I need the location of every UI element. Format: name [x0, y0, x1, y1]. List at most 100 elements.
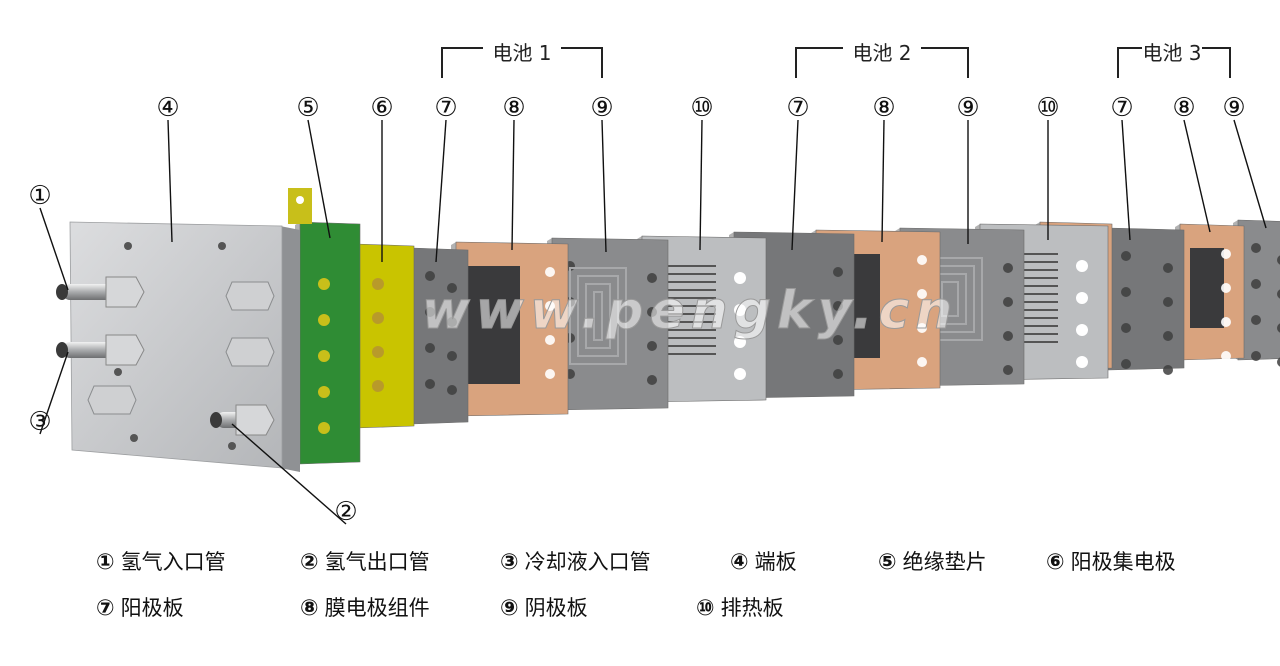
plate-hole [1163, 365, 1173, 375]
plate-hole [1251, 279, 1261, 289]
plate-hole [647, 375, 657, 385]
plate-hole [1121, 359, 1131, 369]
flow-channel [577, 275, 619, 357]
plate-hole [833, 335, 843, 345]
callout-number: ① [28, 181, 51, 211]
plate-hole [647, 273, 657, 283]
legend-label: 绝缘垫片 [902, 550, 987, 574]
plate-hole [545, 369, 555, 379]
plate-hole [1121, 287, 1131, 297]
end-plate-hardware [56, 276, 275, 436]
legend-num: ④ [730, 550, 749, 575]
callout-number: ⑧ [502, 93, 525, 123]
legend-num: ⑥ [1046, 550, 1065, 575]
plate-hole [1163, 331, 1173, 341]
bolt-hole [218, 242, 226, 250]
hex-plug [87, 385, 137, 415]
plate-hole [545, 301, 555, 311]
callout-number: ② [334, 497, 357, 527]
flow-channel [569, 267, 627, 365]
plate-hole [1076, 260, 1088, 272]
hex-nut [105, 276, 145, 308]
legend-label: 端板 [754, 550, 797, 574]
pipe-opening [210, 412, 222, 428]
callout-number: ⑩ [690, 93, 713, 123]
plate-hole [647, 341, 657, 351]
flow-channel [593, 291, 603, 341]
legend-label: 阳极集电极 [1070, 550, 1176, 574]
plate-hole [318, 314, 330, 326]
plate-hole [917, 323, 927, 333]
plate-hole [1163, 263, 1173, 273]
plate-anode-collector [351, 243, 415, 429]
plate-hole [833, 369, 843, 379]
callout-number: ⑦ [1110, 93, 1133, 123]
hex-plug [225, 337, 275, 367]
leader-lines [39, 119, 1267, 525]
bolt-hole [130, 434, 138, 442]
hex-nut [105, 334, 145, 366]
plate-mea-3 [1175, 223, 1245, 361]
watermark-text: www.pengky.cn [422, 281, 959, 341]
legend-num: ⑦ [96, 596, 115, 621]
callout-number: ⑥ [370, 93, 393, 123]
legend-label: 氢气出口管 [324, 550, 430, 574]
plate-hole [917, 357, 927, 367]
plate-face [1107, 227, 1185, 371]
leader-line [1233, 119, 1267, 229]
plate-hole [447, 385, 457, 395]
legend-label: 氢气入口管 [120, 550, 226, 574]
legend-num: ③ [500, 550, 519, 575]
plate-hole [1221, 317, 1231, 327]
hex-plug [225, 281, 275, 311]
callout-number: ⑧ [872, 93, 895, 123]
callout-number: ⑤ [296, 93, 319, 123]
callout-number: ⑦ [786, 93, 809, 123]
legend-num: ② [300, 550, 319, 575]
plate-hole [647, 307, 657, 317]
plate-hole [318, 278, 330, 290]
plate-anode-3 [1103, 227, 1185, 375]
tab-hole [296, 196, 304, 204]
plate-hole [1076, 324, 1088, 336]
leader-line [1183, 119, 1211, 233]
plate-hole [1277, 323, 1280, 333]
plate-hole [447, 317, 457, 327]
plate-hole [372, 278, 384, 290]
hydrogen-outlet-pipe [210, 404, 275, 436]
plate-hole [425, 307, 435, 317]
flow-channel [941, 281, 959, 317]
callout-number: ⑨ [956, 93, 979, 123]
plate-hole [545, 335, 555, 345]
leader-line [511, 119, 515, 251]
callout-number: ③ [28, 407, 51, 437]
plate-hole [372, 346, 384, 358]
plate-hole [1076, 292, 1088, 304]
pipe-opening [56, 284, 68, 300]
collector-tab [288, 188, 312, 224]
leader-line [231, 423, 347, 525]
plate-hole [318, 350, 330, 362]
callout-number: ④ [156, 93, 179, 123]
bracket-label-gap [843, 40, 921, 56]
callout-number: ⑨ [590, 93, 613, 123]
legend-num: ⑧ [300, 596, 319, 621]
plate-face [355, 243, 415, 429]
plate-hole [1163, 297, 1173, 307]
leader-line [39, 207, 69, 291]
plate-hole [1003, 263, 1013, 273]
plate-hole [917, 255, 927, 265]
plate-hole [447, 351, 457, 361]
plate-hole [1076, 356, 1088, 368]
callout-number: ⑨ [1222, 93, 1245, 123]
hydrogen-inlet-pipe [56, 276, 145, 308]
